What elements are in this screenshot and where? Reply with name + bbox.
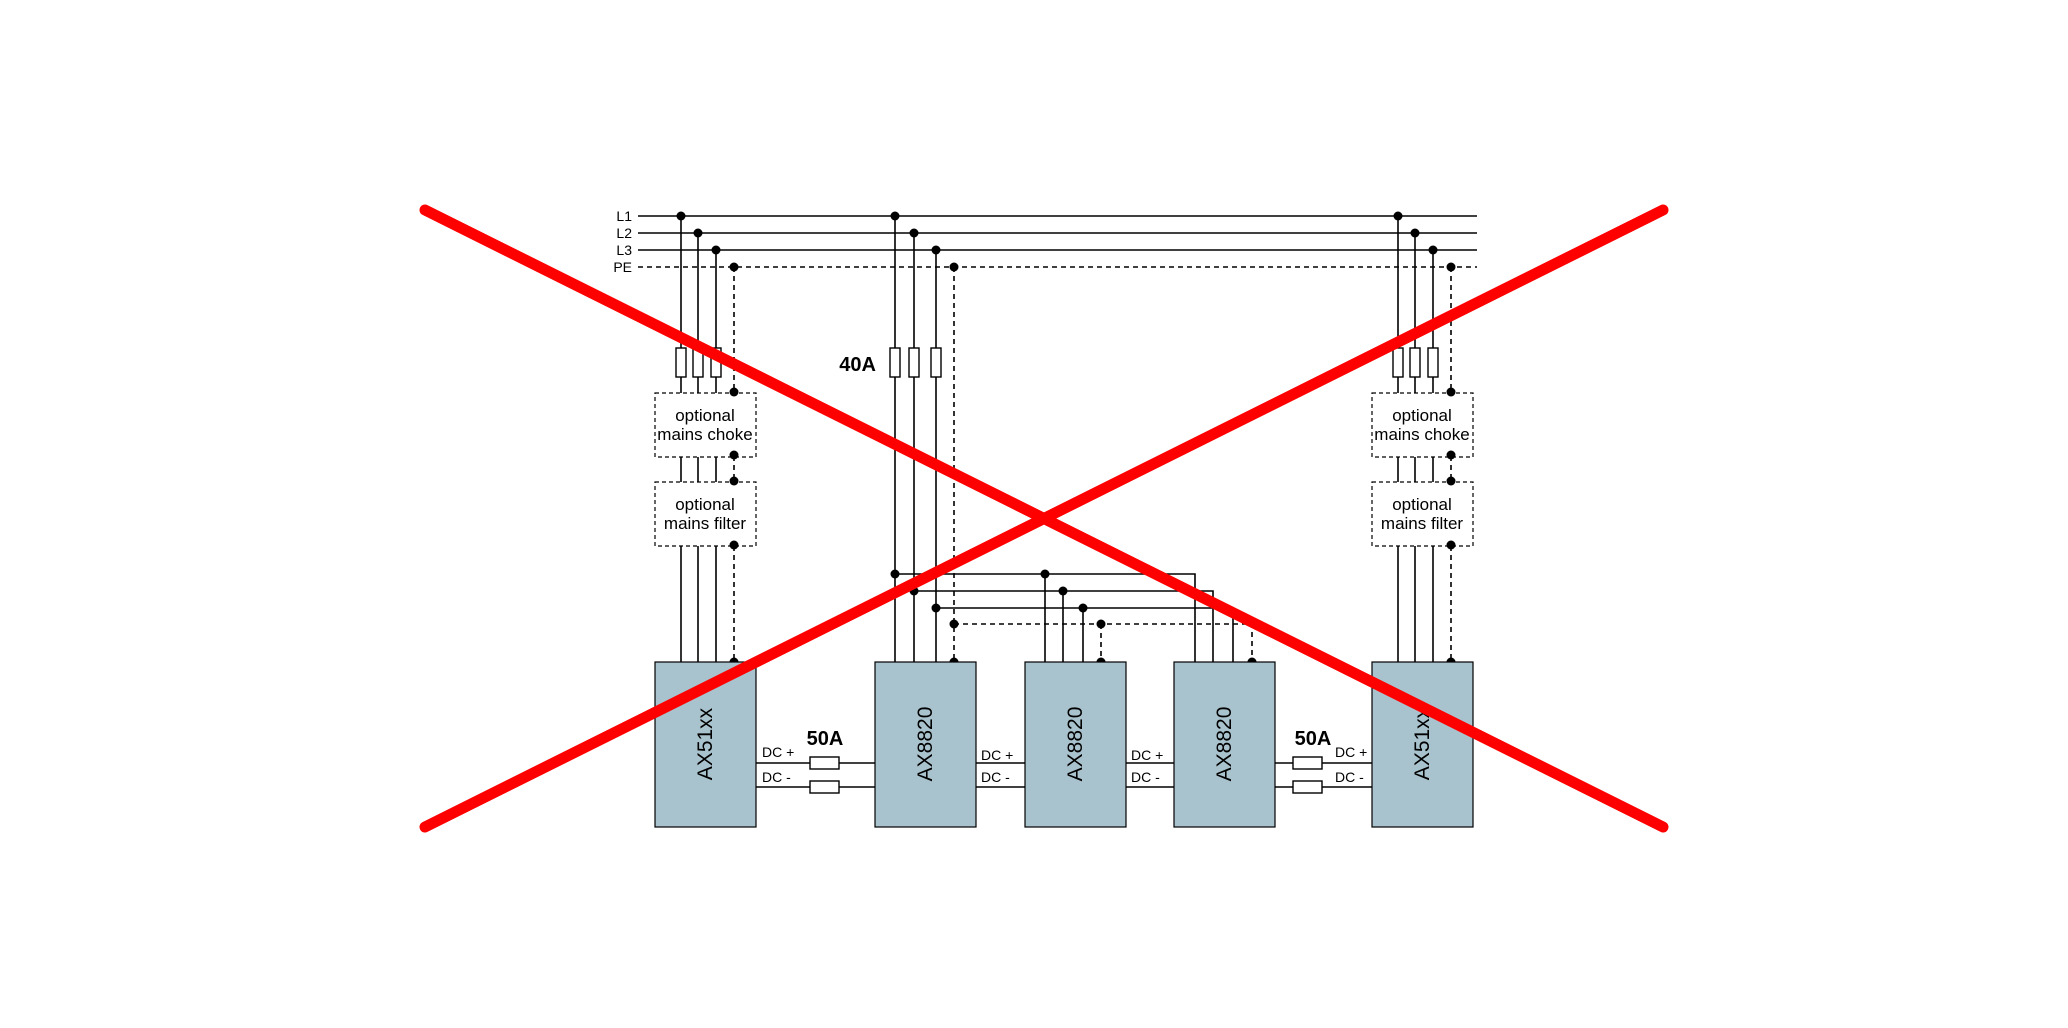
module-label-1: AX51xx (694, 707, 717, 780)
dc-minus-label-3: DC - (1131, 769, 1160, 785)
module-ax8820-2 (1024, 661, 1127, 828)
dc-plus-label-4: DC + (1335, 744, 1367, 760)
module-ax8820-1 (874, 661, 977, 828)
bus-label-L2: L2 (616, 225, 632, 241)
right-filter-label-2: mains filter (1381, 514, 1464, 533)
right-fuses (1392, 347, 1439, 378)
right-choke-label-2: mains choke (1374, 425, 1469, 444)
bus-label-PE: PE (613, 259, 632, 275)
modules (654, 661, 1474, 828)
module-label-3: AX8820 (1064, 707, 1087, 782)
module-label-4: AX8820 (1213, 707, 1236, 782)
bus-lines (638, 215, 1477, 268)
bus-label-L3: L3 (616, 242, 632, 258)
dc-minus-label-2: DC - (981, 769, 1010, 785)
module-label-2: AX8820 (914, 707, 937, 782)
cross-stroke-2 (419, 204, 1669, 833)
right-filter-label-1: optional (1392, 495, 1452, 514)
dc-minus-label-4: DC - (1335, 769, 1364, 785)
dc-plus-label-3: DC + (1131, 747, 1163, 763)
right-choke-box: optional mains choke (1371, 392, 1474, 458)
dc-minus-label-1: DC - (762, 769, 791, 785)
right-filter-box: optional mains filter (1371, 481, 1474, 547)
fuse-label-50A-right: 50A (1295, 728, 1332, 750)
center-fuses (889, 347, 942, 378)
module-ax8820-3 (1173, 661, 1276, 828)
dc-plus-label-2: DC + (981, 747, 1013, 763)
red-cross-mark (419, 204, 1669, 833)
left-choke-label-2: mains choke (657, 425, 752, 444)
fuse-label-50A-left: 50A (807, 728, 844, 750)
junction-dots (676, 211, 1456, 667)
module-label-5: AX51xx (1411, 707, 1434, 780)
dc-fuses (809, 756, 1323, 794)
fuse-label-40A: 40A (839, 354, 876, 376)
left-filter-box: optional mains filter (654, 481, 757, 547)
left-filter-label-1: optional (675, 495, 735, 514)
bus-label-L1: L1 (616, 208, 632, 224)
right-choke-label-1: optional (1392, 406, 1452, 425)
left-choke-box: optional mains choke (654, 392, 757, 458)
left-filter-label-2: mains filter (664, 514, 747, 533)
dc-plus-label-1: DC + (762, 744, 794, 760)
left-choke-label-1: optional (675, 406, 735, 425)
